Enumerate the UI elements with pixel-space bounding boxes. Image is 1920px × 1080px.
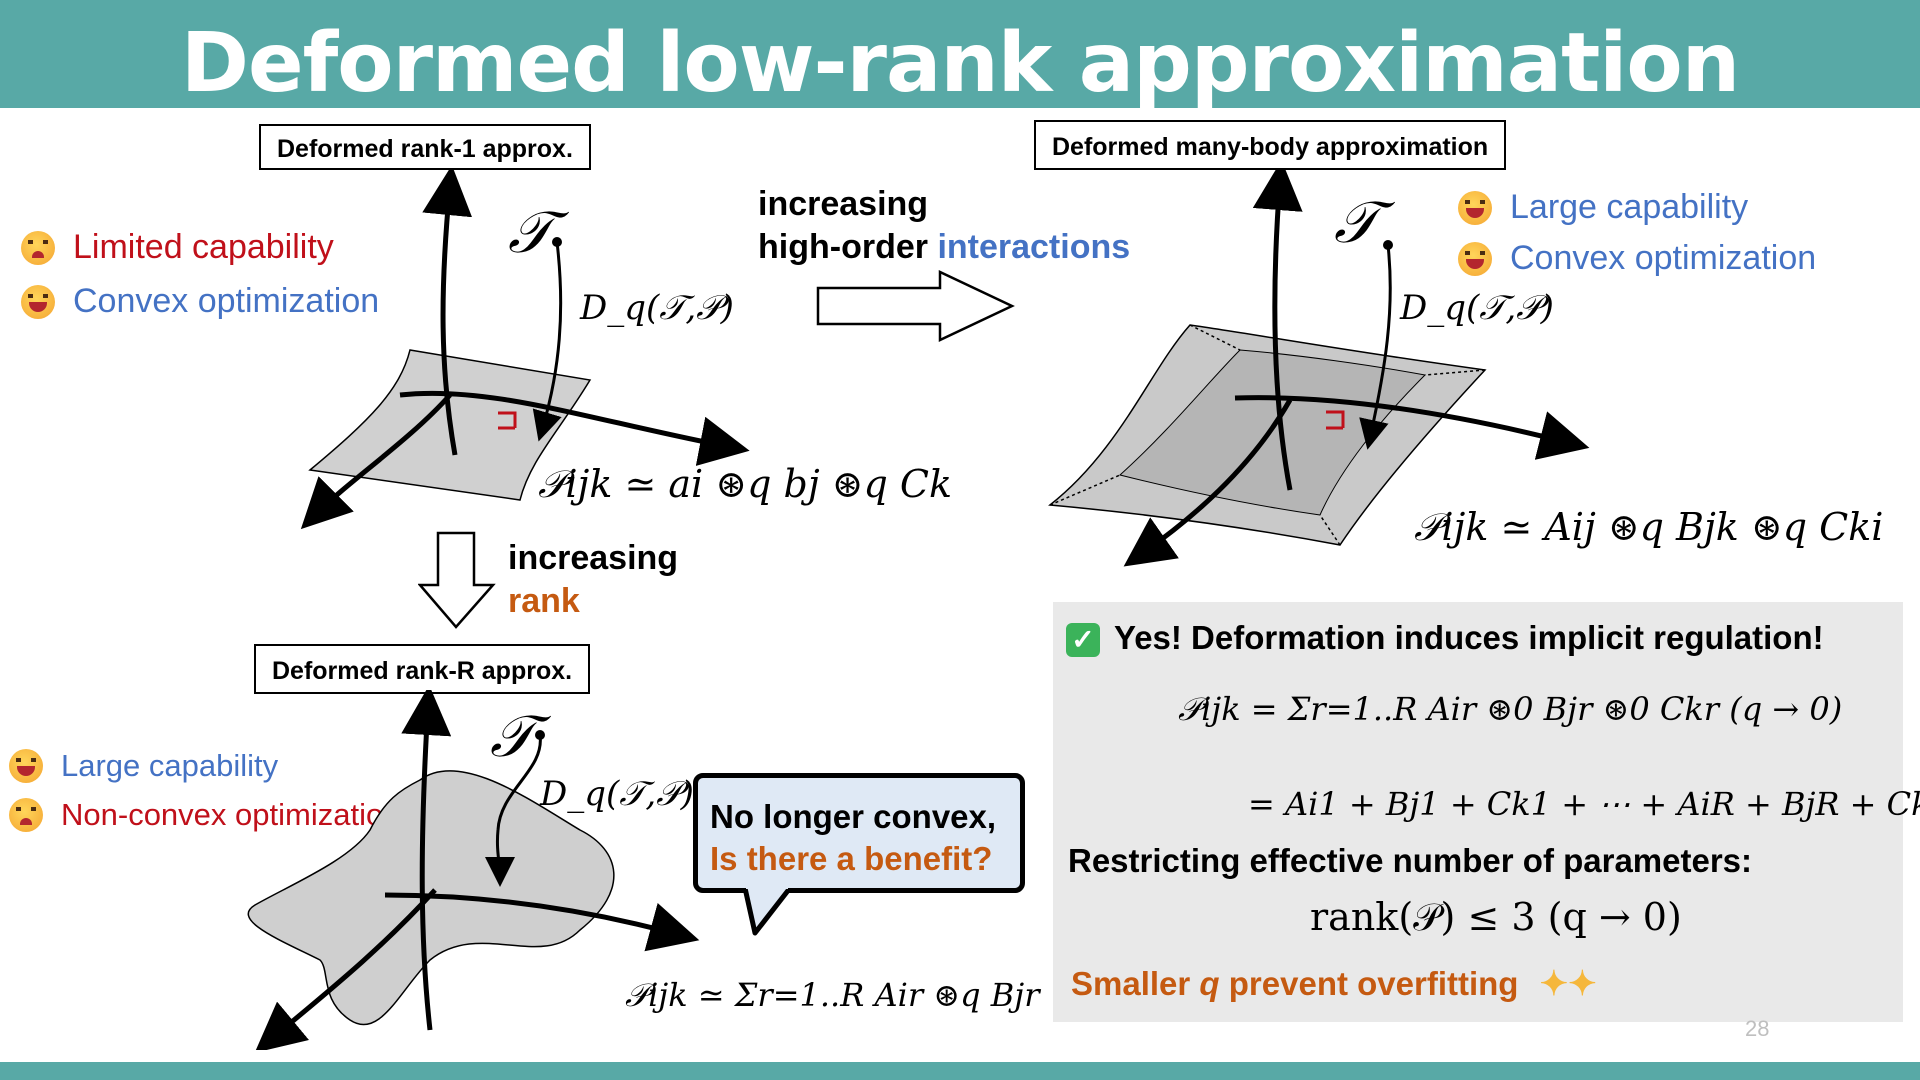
worried-face-icon xyxy=(9,798,43,832)
slide-title: Deformed low-rank approximation xyxy=(180,16,1740,111)
laughing-face-icon xyxy=(9,749,43,783)
rank1-bullet-limited: Limited capability xyxy=(21,228,334,267)
many-body-formula: 𝒫ijk ≃ Aij ⊛q Bjk ⊛q Cki xyxy=(1414,505,1884,549)
laughing-face-icon xyxy=(1458,190,1492,225)
rankR-label: Deformed rank-R approx. xyxy=(254,644,591,694)
arrow-right-text: increasing high-order interactions xyxy=(758,185,1131,266)
header-bar xyxy=(0,0,1920,108)
panel-eq1: 𝒫ijk = Σr=1..R Air ⊛0 Bjr ⊛0 Ckr (q → 0) xyxy=(1178,690,1843,728)
speech-bubble-tail xyxy=(742,888,792,936)
many-body-label: Deformed many-body approximation xyxy=(1034,120,1507,170)
rankR-bullet-nonconvex: Non-convex optimization xyxy=(9,797,400,833)
rankR-tensor-symbol: 𝒯 xyxy=(490,702,535,770)
tensor-point xyxy=(552,237,562,247)
regulation-panel xyxy=(1053,602,1903,1022)
speech-bubble: No longer convex, Is there a benefit? xyxy=(693,773,1025,893)
rank1-axis-vertical xyxy=(422,170,473,456)
page-number: 28 xyxy=(1745,1016,1770,1041)
arrow-down-text: increasing rank xyxy=(508,539,679,620)
many-body-diagram xyxy=(1048,170,1590,567)
panel-eq3: rank(𝒫) ≤ 3 (q → 0) xyxy=(1310,895,1682,939)
rank1-axis-diagonal xyxy=(300,393,452,530)
panel-restrict-text: Restricting effective number of paramete… xyxy=(1068,842,1753,879)
rankR-bullet-capability: Large capability xyxy=(9,748,278,784)
rank1-label: Deformed rank-1 approx. xyxy=(259,124,591,170)
check-mark-icon: ✓ xyxy=(1066,623,1100,657)
sparkles-icon: ✦✦ xyxy=(1539,965,1597,1003)
panel-heading: ✓Yes! Deformation induces implicit regul… xyxy=(1066,616,1824,659)
laughing-face-icon xyxy=(21,284,55,319)
rankR-divergence: D_q(𝒯,𝒫) xyxy=(540,774,694,814)
projection-arrow xyxy=(532,241,563,442)
rank1-divergence: D_q(𝒯,𝒫) xyxy=(580,288,734,328)
rank1-tensor-symbol: 𝒯 xyxy=(508,198,553,266)
right-hollow-arrow xyxy=(816,270,1015,342)
right-angle-mark xyxy=(498,411,517,430)
panel-conclusion: Smaller q prevent overfitting ✦✦ xyxy=(1071,962,1597,1006)
down-hollow-arrow xyxy=(418,531,496,629)
many-body-bullet-capability: Large capability xyxy=(1458,188,1748,227)
panel-eq2: = Ai1 + Bj1 + Ck1 + ⋯ + AiR + BjR + CkR xyxy=(1248,785,1920,823)
rank1-bullet-convex: Convex optimization xyxy=(21,282,379,321)
many-body-divergence: D_q(𝒯,𝒫) xyxy=(1400,288,1554,328)
laughing-face-icon xyxy=(1458,241,1492,276)
rank1-diagram xyxy=(300,170,750,530)
worried-face-icon xyxy=(21,230,55,265)
many-body-bullet-convex: Convex optimization xyxy=(1458,239,1816,278)
rank1-formula: 𝒫ijk ≃ ai ⊛q bj ⊛q Ck xyxy=(538,462,953,506)
footer-bar xyxy=(0,1062,1920,1080)
rankR-diagram xyxy=(247,690,700,1050)
many-body-tensor-symbol: 𝒯 xyxy=(1334,188,1379,256)
rank1-axis-horizontal xyxy=(399,390,750,466)
